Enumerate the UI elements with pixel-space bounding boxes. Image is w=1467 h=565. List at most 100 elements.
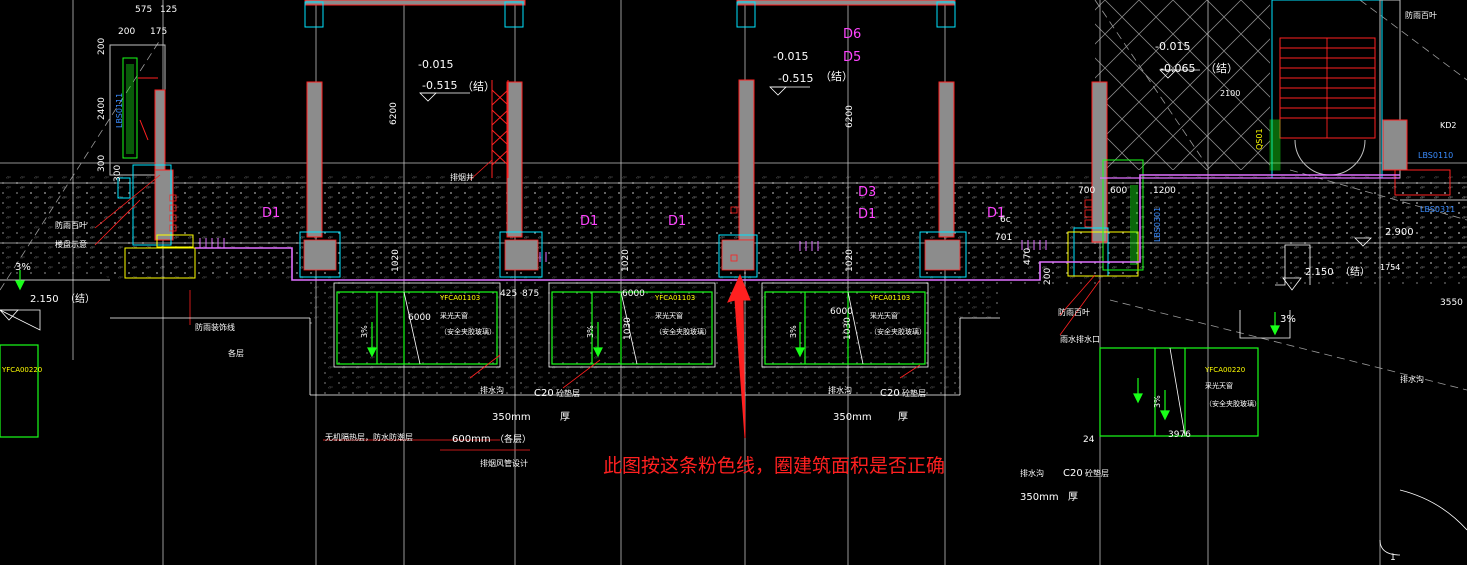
lbl-gao-3: 厚 — [1068, 491, 1078, 503]
lbl-right-a: 排水沟 — [1400, 374, 1424, 384]
window-code-1: YFCA01103 — [439, 294, 480, 302]
tick-marks — [199, 238, 1047, 262]
elev-left-note: （结） — [65, 292, 95, 305]
lbs-2: LBS0110 — [1418, 151, 1453, 160]
dim-6000-2: 6000 — [622, 289, 645, 299]
left-dim-1: 200 — [97, 38, 107, 55]
lbs-4: LBS0301 — [1153, 207, 1162, 242]
dim-701: 701 — [995, 233, 1012, 243]
axis-d1-1: D1 — [262, 206, 280, 221]
slope-mark-4: 3% — [1153, 395, 1162, 408]
elev-center-2b: -0.515 — [778, 72, 813, 85]
lbl-jishuikeng: 排烟井 — [450, 172, 474, 182]
lbl-c20-3: C20 — [1063, 468, 1083, 479]
elev-center-1-note: （结） — [462, 80, 495, 93]
lbl-right-b: 雨水排水口 — [1060, 334, 1100, 344]
elev-right-2: 2.150 — [1305, 267, 1334, 278]
elev-left: 2.150 — [30, 294, 59, 305]
lbl-c20-2: C20 — [880, 388, 900, 399]
dim-6000-3: 6000 — [830, 307, 853, 317]
dim-1030-1: 1030 — [623, 317, 633, 340]
left-dim-3: 300 — [97, 155, 107, 172]
lbl-chishui: 防雨百叶 — [1058, 307, 1090, 317]
window-note-4: （安全夹胶玻璃） — [1205, 399, 1261, 408]
lbs-1: LBS0111 — [115, 93, 124, 128]
dim-6200-b: 6200 — [845, 105, 855, 128]
elev-right-1b: -0.065 — [1160, 62, 1195, 75]
ground-hatch — [0, 175, 1467, 395]
window-note-2: （安全夹胶玻璃） — [655, 327, 711, 336]
ladder — [491, 80, 509, 178]
window-code-2: YFCA01103 — [654, 294, 695, 302]
lbl-lvkuo: 楼盘示意 — [55, 239, 87, 249]
lbl-350-2: 350mm — [833, 412, 872, 423]
leader-lines — [94, 159, 1101, 451]
lbl-gao-2: 厚 — [898, 411, 908, 423]
floor-hatch — [1095, 0, 1270, 170]
axis-d1-2: D1 — [580, 214, 598, 229]
annotation-text: 此图按这条粉色线，圈建筑面积是否正确 — [603, 455, 946, 477]
lbl-dianceng-3: 砼垫层 — [1085, 468, 1109, 478]
dim-1020-1: 1020 — [391, 249, 401, 272]
lbl-fangyu: 防雨百叶 — [55, 220, 87, 230]
lbl-dianceng-1: 砼垫层 — [556, 388, 580, 398]
left-dim-2: 2400 — [97, 97, 107, 120]
slope-left: 3% — [15, 262, 31, 273]
slab-outline — [0, 244, 1467, 556]
dim-2900: 2.900 — [1385, 227, 1414, 238]
lbl-350-3: 350mm — [1020, 492, 1059, 503]
qs-label: QS01 — [1255, 128, 1264, 150]
window-name-1: 采光天窗 — [440, 311, 468, 320]
slope-arrows — [15, 270, 1280, 421]
dim-425: 425 — [500, 289, 517, 299]
lbl-bottom2: 排烟风管设计 — [480, 458, 528, 468]
elevation-markers — [0, 69, 1372, 321]
elev-right-1-note: （结） — [1205, 62, 1238, 75]
elev-right-2-note: （结） — [1340, 265, 1370, 278]
dim-1020-3: 1020 — [845, 249, 855, 272]
window-note-1: （安全夹胶玻璃） — [440, 327, 496, 336]
dim-6000-1: 6000 — [408, 313, 431, 323]
elev-center-1b: -0.515 — [422, 79, 457, 92]
top-dim-3: 200 — [118, 27, 135, 37]
lbl-350-1: 350mm — [492, 412, 531, 423]
lbl-baohan-2: 排水沟 — [828, 385, 852, 395]
dim-1020-2: 1020 — [621, 249, 631, 272]
slope-right: 3% — [1280, 314, 1296, 325]
lbl-baohan-3: 排水沟 — [1020, 468, 1044, 478]
dim-6200-a: 6200 — [389, 102, 399, 125]
window-name-2: 采光天窗 — [655, 311, 683, 320]
stair-area — [1100, 0, 1467, 201]
dim-2100: 2100 — [1220, 89, 1240, 98]
top-dim-1: 575 — [135, 5, 152, 15]
lbl-gebian: （各层） — [495, 433, 531, 445]
lbl-right-top: 防雨百叶 — [1405, 10, 1437, 20]
lbl-gao-1: 厚 — [560, 411, 570, 423]
lbl-baohan-1: 排水沟 — [480, 385, 504, 395]
lbl-kd: KD2 — [1440, 121, 1457, 130]
window-note-3: （安全夹胶玻璃） — [870, 327, 926, 336]
dim-1030-2: 1030 — [843, 317, 853, 340]
axis-d3: D3 — [858, 185, 876, 200]
dim-24: 24 — [1083, 435, 1095, 445]
pink-boundary-line — [195, 174, 1400, 281]
axis-d6: D6 — [843, 27, 861, 42]
axis-d1-3: D1 — [668, 214, 686, 229]
axis-d1-5: D1 — [987, 206, 1005, 221]
lbl-600: 600mm — [452, 434, 491, 445]
axis-d5: D5 — [843, 50, 861, 65]
dim-3976: 3976 — [1168, 430, 1191, 440]
dim-3550: 3550 — [1440, 298, 1463, 308]
axis-d1-4: D1 — [858, 207, 876, 222]
dim-470: 470 — [1023, 248, 1033, 265]
window-code-4: YFCA00220 — [1204, 366, 1245, 374]
skylight-frames — [333, 282, 1186, 437]
lbl-fengjing: 防雨装饰线 — [195, 322, 235, 332]
lbl-ceng: 各层 — [228, 348, 244, 358]
dim-1200: 1200 — [1153, 186, 1176, 196]
slope-mark-3: 3% — [789, 325, 798, 338]
slope-mark-1: 3% — [360, 325, 369, 338]
window-code-3: YFCA01103 — [869, 294, 910, 302]
dim-600: 600 — [1110, 186, 1127, 196]
